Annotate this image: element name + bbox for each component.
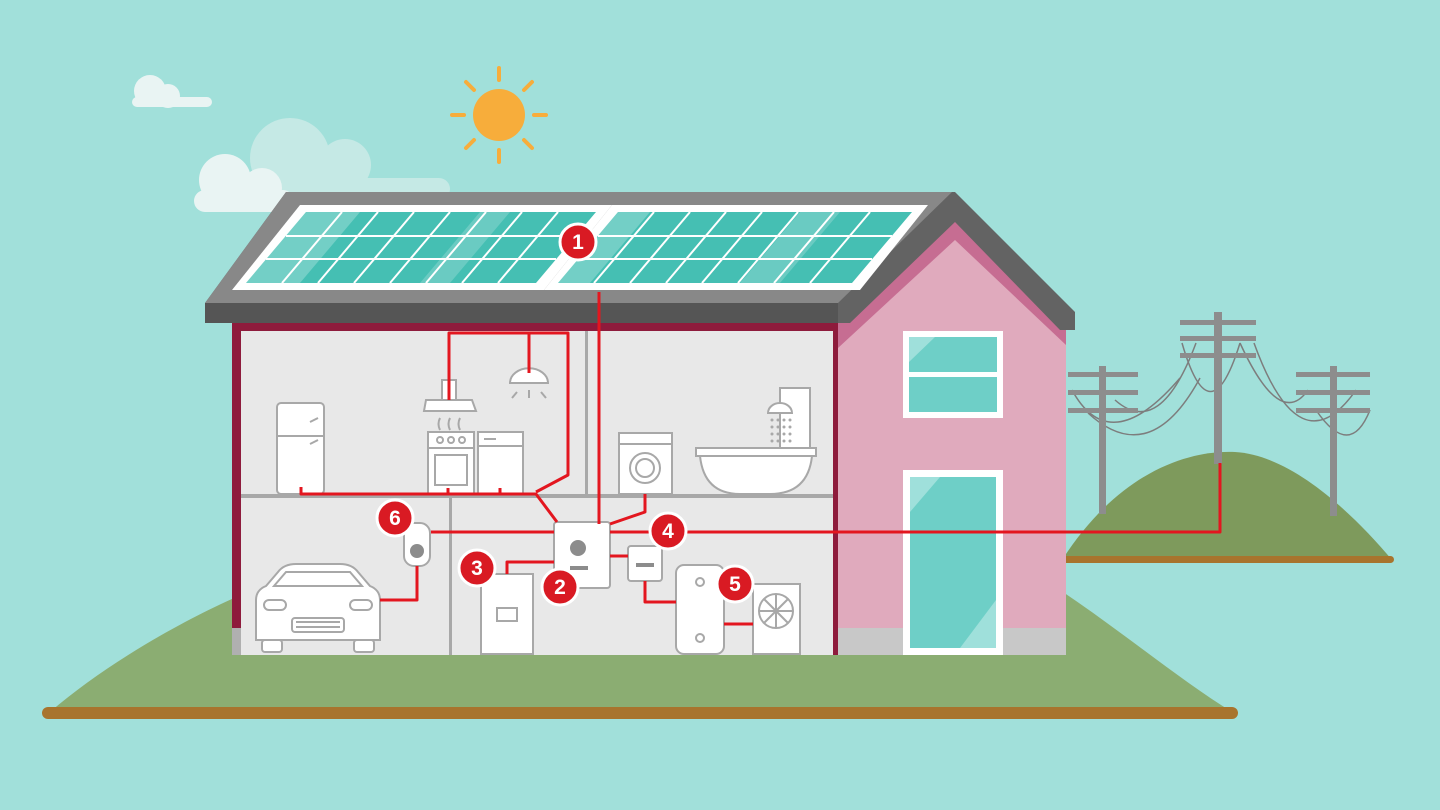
cloud-icon	[132, 75, 212, 108]
meter-icon	[627, 545, 663, 582]
utility-pole-icon	[1180, 312, 1256, 464]
water-heater-icon	[675, 564, 725, 655]
utility-pole-icon	[1296, 366, 1370, 516]
sun-icon	[450, 66, 548, 164]
badge-5: 5	[715, 564, 755, 604]
svg-text:5: 5	[729, 573, 741, 596]
badge-1: 1	[558, 222, 598, 262]
shower-icon	[766, 387, 811, 449]
pendant-lamp-icon	[508, 367, 550, 399]
solar-panel-icon	[232, 205, 612, 290]
right-hill	[1062, 451, 1394, 563]
solar-panel-icon	[544, 205, 928, 290]
wallbox-charger-icon	[403, 522, 431, 567]
heat-pump-icon	[752, 583, 801, 655]
svg-text:6: 6	[389, 507, 401, 530]
stove-icon	[427, 431, 475, 495]
badge-2: 2	[540, 567, 580, 607]
svg-text:2: 2	[554, 576, 566, 599]
badge-6: 6	[375, 498, 415, 538]
utility-pole-icon	[1068, 366, 1138, 514]
car-icon	[255, 563, 381, 653]
badge-3: 3	[457, 548, 497, 588]
dishwasher-icon	[477, 431, 524, 495]
window-icon	[903, 331, 1003, 418]
bathtub-icon	[695, 447, 817, 495]
badge-4: 4	[648, 511, 688, 551]
svg-text:4: 4	[662, 520, 674, 543]
washing-machine-icon	[618, 432, 673, 495]
wiring	[299, 292, 1222, 626]
door-icon	[903, 470, 1003, 655]
cloud-icon	[194, 154, 294, 212]
battery-storage-icon	[480, 573, 534, 655]
svg-text:3: 3	[471, 557, 483, 580]
svg-text:1: 1	[572, 231, 584, 254]
fridge-icon	[276, 402, 325, 495]
